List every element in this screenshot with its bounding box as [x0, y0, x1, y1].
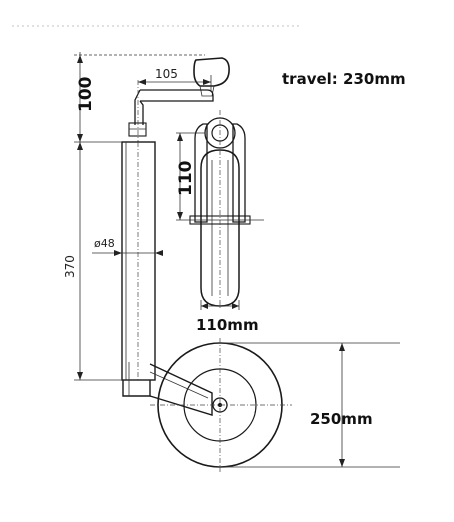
dimension-105	[138, 75, 212, 92]
wheel-side-view	[150, 338, 292, 472]
dimension-100-label: 100	[76, 76, 96, 112]
dimension-250-label: 250mm	[310, 410, 373, 428]
dimension-370	[74, 142, 123, 381]
dimension-diameter	[92, 250, 163, 256]
dimension-110-width-label: 110mm	[196, 316, 259, 334]
dimension-110-width	[200, 300, 240, 310]
dimension-250	[214, 342, 400, 468]
wheel-front-view	[189, 110, 251, 310]
dimension-105-label: 105	[155, 67, 178, 81]
main-tube	[121, 141, 156, 397]
dimension-diameter-label: ø48	[94, 237, 115, 250]
travel-label: travel: 230mm	[282, 70, 406, 88]
dimension-110-vertical-label: 110	[176, 160, 196, 196]
dimension-110-vertical	[176, 132, 264, 221]
crank-handle	[128, 57, 230, 142]
fork-arm	[149, 363, 213, 416]
dimension-370-label: 370	[63, 255, 77, 278]
dimension-100	[74, 52, 205, 143]
